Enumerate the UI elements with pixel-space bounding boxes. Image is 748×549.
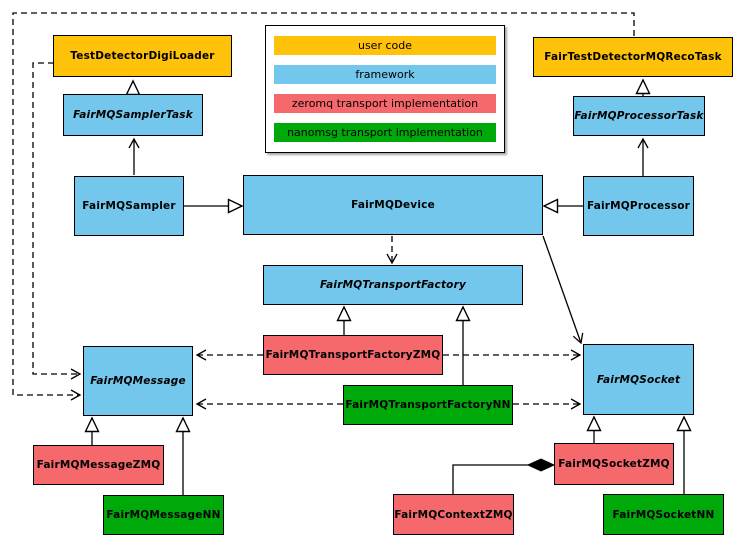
node-fairmqtransportfactorynn: FairMQTransportFactoryNN [343, 385, 513, 425]
node-fairmqsocket: FairMQSocket [583, 344, 694, 415]
node-fairmqmessage: FairMQMessage [83, 346, 193, 416]
node-fairmqdevice: FairMQDevice [243, 175, 543, 235]
node-fairmqmessagezmq: FairMQMessageZMQ [33, 445, 164, 485]
node-fairmqprocessortask: FairMQProcessorTask [573, 96, 705, 136]
legend-item-user-code: user code [274, 36, 496, 55]
legend: user code framework zeromq transport imp… [265, 25, 505, 153]
edge-device-to-socket [542, 235, 584, 345]
edge-recotask-to-message [12, 12, 635, 401]
legend-label: user code [357, 39, 413, 52]
edge-digiloader-to-message [32, 62, 82, 380]
edge-contextzmq-to-socketzmq [452, 464, 530, 494]
legend-item-zeromq: zeromq transport implementation [274, 94, 496, 113]
node-fairmqtransportfactoryzmq: FairMQTransportFactoryZMQ [263, 335, 443, 375]
legend-label: zeromq transport implementation [291, 97, 479, 110]
node-fairtestdetectormqrecotask: FairTestDetectorMQRecoTask [533, 37, 733, 77]
node-fairmqtransportfactory: FairMQTransportFactory [263, 265, 523, 305]
legend-label: framework [355, 68, 415, 81]
node-fairmqsocketzmq: FairMQSocketZMQ [554, 443, 674, 485]
legend-label: nanomsg transport implementation [287, 126, 483, 139]
node-fairmqcontextzmq: FairMQContextZMQ [393, 494, 514, 535]
composition-diamond [526, 458, 556, 472]
node-fairmqsamplertask: FairMQSamplerTask [63, 94, 203, 136]
node-testdetectordigiloader: TestDetectorDigiLoader [53, 35, 232, 77]
node-fairmqmessagenn: FairMQMessageNN [103, 495, 224, 535]
node-fairmqsocketnn: FairMQSocketNN [603, 494, 724, 535]
node-fairmqprocessor: FairMQProcessor [583, 176, 694, 236]
node-fairmqsampler: FairMQSampler [74, 176, 184, 236]
legend-item-framework: framework [274, 65, 496, 84]
legend-item-nanomsg: nanomsg transport implementation [274, 123, 496, 142]
